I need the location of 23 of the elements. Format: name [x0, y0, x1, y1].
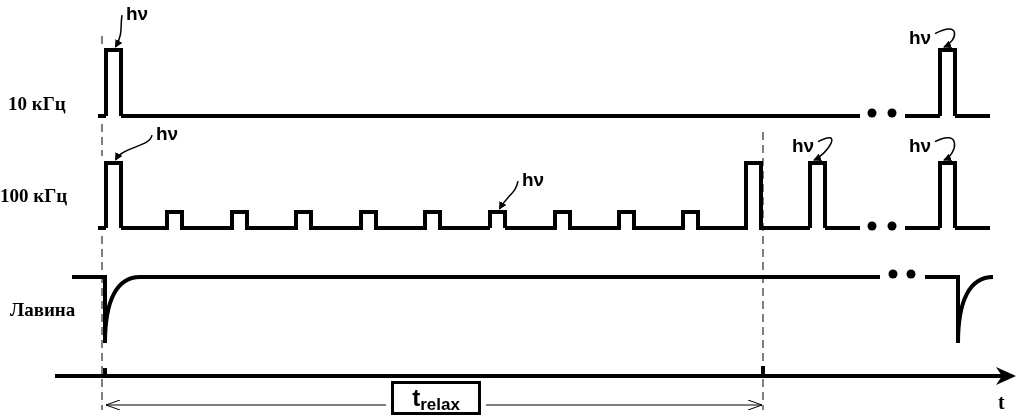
axis-label: t [998, 392, 1005, 412]
signal-label: Лавина [10, 300, 76, 319]
photon-arrow [114, 134, 153, 161]
photon-arrow [934, 137, 956, 161]
photon-label: hν [518, 168, 548, 190]
light-pulse [938, 161, 957, 228]
signal-label: 100 кГц [0, 186, 68, 205]
photon-label: hν [122, 2, 152, 24]
photon-arrow [813, 137, 833, 161]
photon-label: hν [905, 26, 935, 48]
light-pulse [488, 210, 507, 228]
time-label-box: t$_{relax}$ [391, 381, 481, 415]
photon-arrow [498, 180, 519, 210]
photon-label: hν [152, 122, 182, 144]
photon-arrow [934, 28, 956, 48]
photon-label: hν [905, 134, 935, 156]
signal-label: 10 кГц [8, 94, 66, 113]
photon-label: hν [788, 134, 818, 156]
light-pulse [104, 161, 123, 228]
light-pulse [808, 161, 827, 228]
light-pulse [938, 48, 957, 116]
photon-arrow [114, 14, 123, 48]
light-pulse [104, 48, 123, 116]
